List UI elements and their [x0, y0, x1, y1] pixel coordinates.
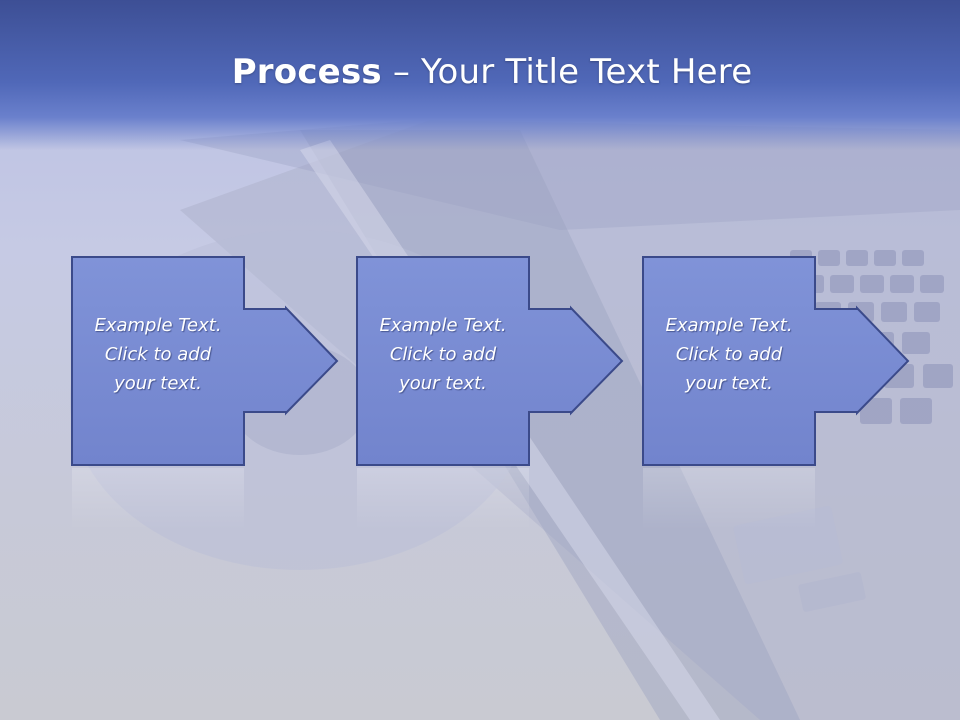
title-rest: – Your Title Text Here — [381, 52, 753, 92]
title-band — [0, 0, 960, 150]
process-step-3-text[interactable]: Example Text. Click to add your text. — [665, 315, 793, 394]
process-step-1-shape[interactable] — [71, 256, 339, 466]
process-step-1-text[interactable]: Example Text. Click to add your text. — [94, 315, 222, 394]
process-step-2-shape[interactable] — [356, 256, 624, 466]
process-step-2-text[interactable]: Example Text. Click to add your text. — [379, 315, 507, 394]
slide-title[interactable]: Process – Your Title Text Here — [0, 52, 960, 92]
title-bold: Process — [231, 52, 382, 92]
process-step-3-shape[interactable] — [642, 256, 910, 466]
